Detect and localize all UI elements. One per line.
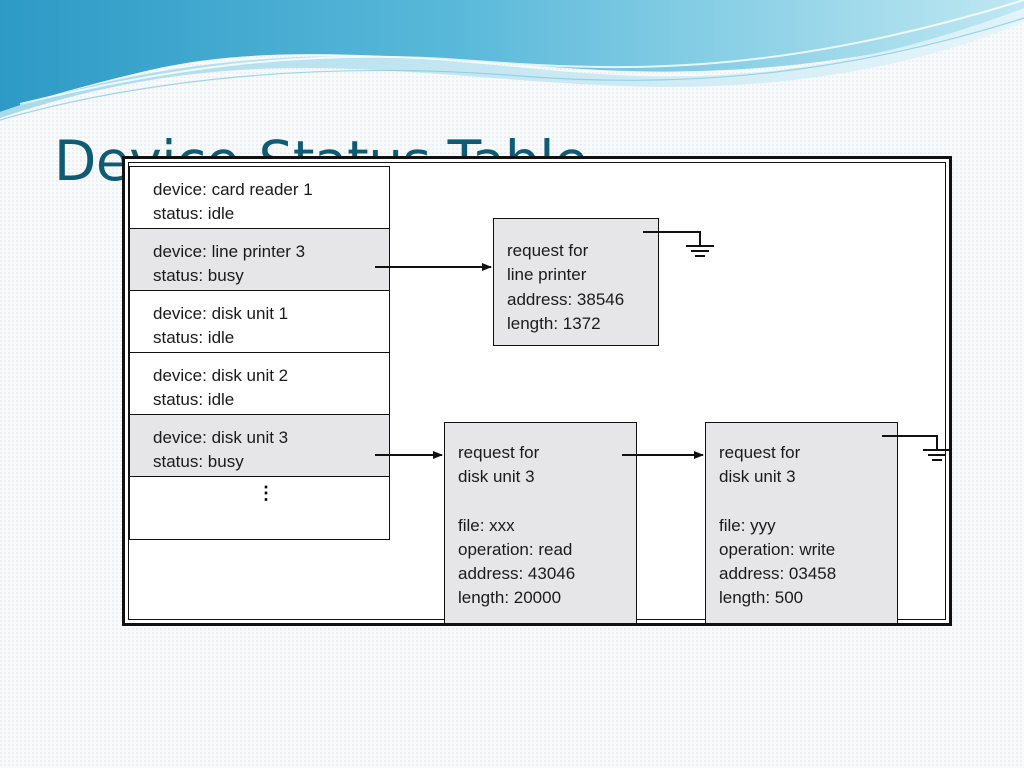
request-operation-line: operation: read	[458, 539, 573, 559]
request-spacer	[719, 490, 897, 514]
status-label: status: idle	[153, 204, 235, 223]
request-file-line: file: yyy	[719, 515, 776, 535]
device-row-line-printer-3: device: line printer 3 status: busy	[130, 229, 389, 291]
line-printer-request-block: request for line printer address: 38546 …	[493, 218, 659, 346]
request-operation-line: operation: write	[719, 539, 836, 559]
request-device-line: disk unit 3	[458, 467, 535, 487]
device-label: device: line printer 3	[153, 242, 306, 261]
more-devices-ellipsis-icon: ⋮	[257, 483, 275, 503]
request-length-line: length: 20000	[458, 588, 562, 608]
device-status-table: device: card reader 1 status: idle devic…	[129, 166, 390, 540]
request-spacer	[458, 490, 636, 514]
device-label: device: card reader 1	[153, 180, 313, 199]
request-header-line: request for	[507, 241, 589, 260]
device-row-disk-unit-3: device: disk unit 3 status: busy	[130, 415, 389, 477]
request-header-line: request for	[458, 443, 540, 462]
request-device-line: line printer	[507, 265, 587, 285]
device-row-disk-unit-2: device: disk unit 2 status: idle	[130, 353, 389, 415]
request-device-line: disk unit 3	[719, 467, 796, 487]
status-label: status: busy	[153, 452, 244, 471]
status-label: status: idle	[153, 328, 235, 347]
request-address-line: address: 03458	[719, 564, 837, 584]
disk-request-block-write: request for disk unit 3 file: yyy operat…	[705, 422, 898, 624]
status-label: status: idle	[153, 390, 235, 409]
request-address-line: address: 38546	[507, 289, 625, 309]
request-header-line: request for	[719, 443, 801, 462]
device-label: device: disk unit 3	[153, 428, 289, 447]
more-devices-row: ⋮	[130, 477, 389, 539]
device-label: device: disk unit 2	[153, 366, 289, 385]
device-row-disk-unit-1: device: disk unit 1 status: idle	[130, 291, 389, 353]
header-wave-decoration	[0, 0, 1024, 121]
device-row-card-reader-1: device: card reader 1 status: idle	[130, 167, 389, 229]
request-address-line: address: 43046	[458, 564, 576, 584]
disk-request-block-read: request for disk unit 3 file: xxx operat…	[444, 422, 637, 624]
request-length-line: length: 1372	[507, 313, 601, 333]
device-label: device: disk unit 1	[153, 304, 289, 323]
request-length-line: length: 500	[719, 588, 804, 608]
request-file-line: file: xxx	[458, 515, 515, 535]
status-label: status: busy	[153, 266, 244, 285]
